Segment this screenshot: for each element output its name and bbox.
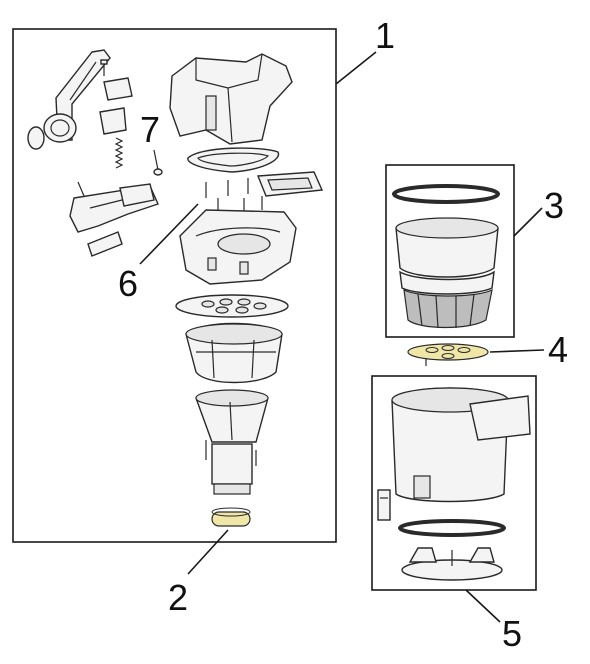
callout-1: 1: [375, 15, 396, 56]
bin-base-part: [401, 547, 503, 581]
catch-block-part: [99, 77, 133, 135]
pin-part: [153, 149, 163, 176]
leader-2: [187, 529, 229, 575]
cyclone-plate-part: [175, 294, 289, 318]
leader-1: [335, 51, 377, 85]
tab-part: [87, 231, 123, 257]
top-lid-part: [169, 53, 293, 145]
top-gasket-part: [187, 147, 280, 173]
leader-3: [513, 207, 543, 237]
small-gasket-part: [211, 507, 251, 527]
mid-housing-part: [179, 209, 297, 285]
callout-5: 5: [502, 613, 523, 654]
bin-seal-ring-part: [398, 519, 506, 537]
dust-bin-part: [391, 387, 531, 503]
callout-2: 2: [168, 577, 189, 618]
lever-part: [69, 181, 159, 233]
filter-disc-part: [407, 343, 489, 366]
screws-row-part: [205, 178, 263, 212]
callout-7: 7: [140, 109, 161, 150]
leader-6: [139, 203, 199, 265]
clip-frame-part: [256, 171, 324, 197]
assembly-5-frame: [371, 375, 537, 591]
assembly-3-frame: [385, 164, 515, 338]
spring-part: [114, 137, 124, 169]
filter-ring-part: [392, 184, 500, 204]
callout-3: 3: [544, 185, 565, 226]
filter-cup-part: [395, 217, 499, 278]
callout-4: 4: [548, 329, 569, 370]
latch-small-part: [377, 489, 391, 521]
leader-5: [465, 589, 501, 623]
release-button-part: [27, 113, 77, 150]
assembly-1-frame: [12, 28, 337, 543]
leader-4: [489, 349, 545, 353]
cone-tube-part: [205, 440, 257, 495]
lower-cone-part: [195, 389, 269, 443]
screw-part: [100, 59, 108, 76]
callout-6: 6: [118, 263, 139, 304]
filter-mesh-part: [399, 270, 495, 329]
cyclone-body-part: [185, 322, 283, 384]
